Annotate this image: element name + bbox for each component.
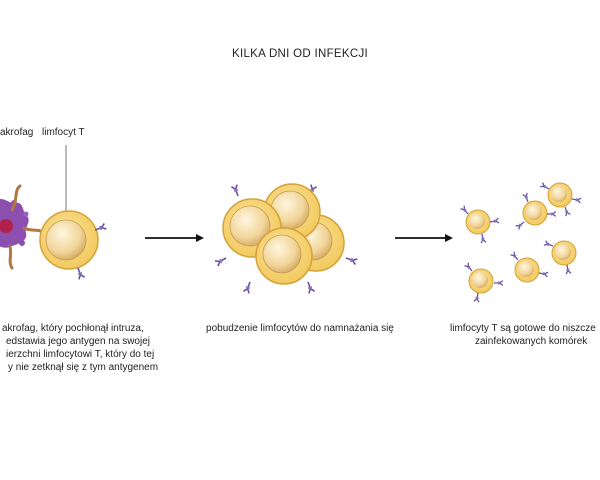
macrophage-label: akrofag	[0, 127, 34, 138]
step1-caption-line: y nie zetknął się z tym antygenem	[8, 362, 159, 373]
step1-caption-line: edstawia jego antygen na swojej	[6, 336, 150, 347]
step3-caption-line: zainfekowanych komórek	[475, 336, 588, 347]
activated-lymphocytes-icon	[459, 181, 582, 303]
arrow-step2-to-step3	[395, 234, 453, 242]
lymphocyte-icon	[39, 210, 108, 281]
step1-caption: akrofag, który pochłonął intruza, edstaw…	[0, 322, 180, 374]
step1-caption-line: akrofag, który pochłonął intruza,	[2, 323, 144, 334]
step3-caption-line: limfocyty T są gotowe do niszcze	[450, 323, 596, 334]
macrophage-icon	[0, 184, 46, 270]
proliferating-lymphocytes-icon	[213, 183, 359, 295]
arrow-step1-to-step2	[145, 234, 204, 242]
lymphocyte-label: limfocyt T	[42, 127, 85, 138]
step3-caption: limfocyty T są gotowe do niszcze zainfek…	[430, 322, 600, 348]
step1-caption-line: ierzchni limfocytowi T, który do tej	[6, 349, 155, 360]
diagram-title: KILKA DNI OD INFEKCJI	[231, 48, 369, 60]
step2-caption: pobudzenie limfocytów do namnażania się	[206, 323, 394, 334]
